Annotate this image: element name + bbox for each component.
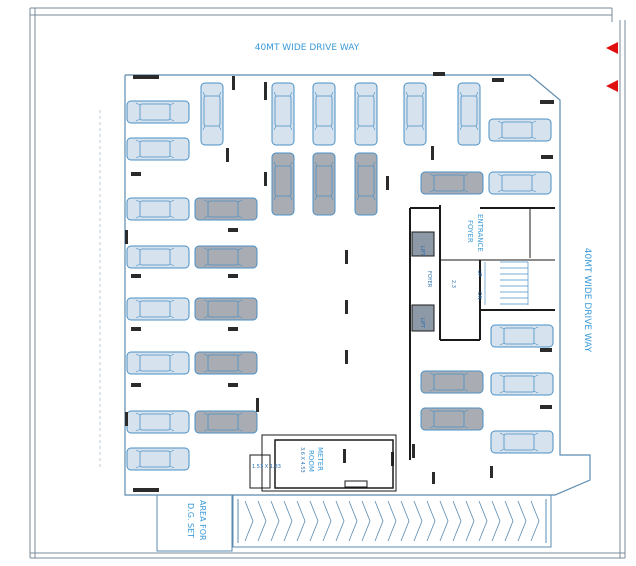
lift-2-label: LIFT [419, 318, 425, 329]
meter-room-dim: 3.6 X 4.53 [299, 447, 305, 473]
ramp-chevron [400, 500, 410, 542]
lift-1 [411, 231, 435, 257]
ramp-chevron [374, 500, 384, 542]
ramp-chevron [465, 500, 475, 542]
drive-way-right-label: 40MT WIDE DRIVE WAY [582, 248, 592, 353]
ramp [232, 494, 552, 548]
foyer-label: FOYER [466, 220, 474, 243]
dg-set-area [156, 494, 233, 552]
ramp-chevron [257, 500, 267, 542]
toilet-dim: 1.53 X 1.83 [252, 464, 281, 470]
ramp-chevron [478, 500, 488, 542]
ramp-chevron [504, 500, 514, 542]
ramp-chevrons [244, 500, 540, 542]
ramp-chevron [322, 500, 332, 542]
site-boundary [29, 7, 626, 559]
ramp-chevron [270, 500, 280, 542]
ramp-chevron [283, 500, 293, 542]
dn-label: DN [476, 292, 482, 300]
lift-1-label: LIFT [419, 246, 425, 257]
toilet-room [249, 454, 271, 489]
meter-room [261, 434, 397, 492]
ramp-chevron [387, 500, 397, 542]
stair-treads [484, 261, 529, 305]
direction-markers [606, 42, 618, 92]
drive-way-top-label: 40MT WIDE DRIVE WAY [255, 43, 360, 53]
lift-2 [411, 304, 435, 332]
dg-area-label-2: D.G. SET [186, 503, 195, 538]
entrance-label: ENTRANCE [476, 214, 484, 252]
ramp-chevron [530, 500, 540, 542]
ramp-chevron [439, 500, 449, 542]
ramp-chevron [413, 500, 423, 542]
dg-area-label-1: AREA FOR [198, 500, 207, 541]
meter-room-label-2: ROOM [307, 450, 315, 472]
parking-cars [126, 82, 554, 471]
ramp-chevron [296, 500, 306, 542]
ramp-chevron [491, 500, 501, 542]
core-area [409, 205, 555, 460]
ramp-chevron [361, 500, 371, 542]
foyer-small-label: FOYER [426, 271, 432, 288]
foyer-small-dim: 2.3 [450, 280, 456, 288]
structural-columns [125, 72, 554, 492]
ramp-chevron [426, 500, 436, 542]
meter-room-label-1: METER [316, 447, 324, 471]
ramp-chevron [348, 500, 358, 542]
ramp-chevron [244, 500, 254, 542]
ramp-chevron [517, 500, 527, 542]
up-label: UP [476, 270, 482, 277]
ramp-chevron [335, 500, 345, 542]
ramp-chevron [309, 500, 319, 542]
ramp-chevron [452, 500, 462, 542]
